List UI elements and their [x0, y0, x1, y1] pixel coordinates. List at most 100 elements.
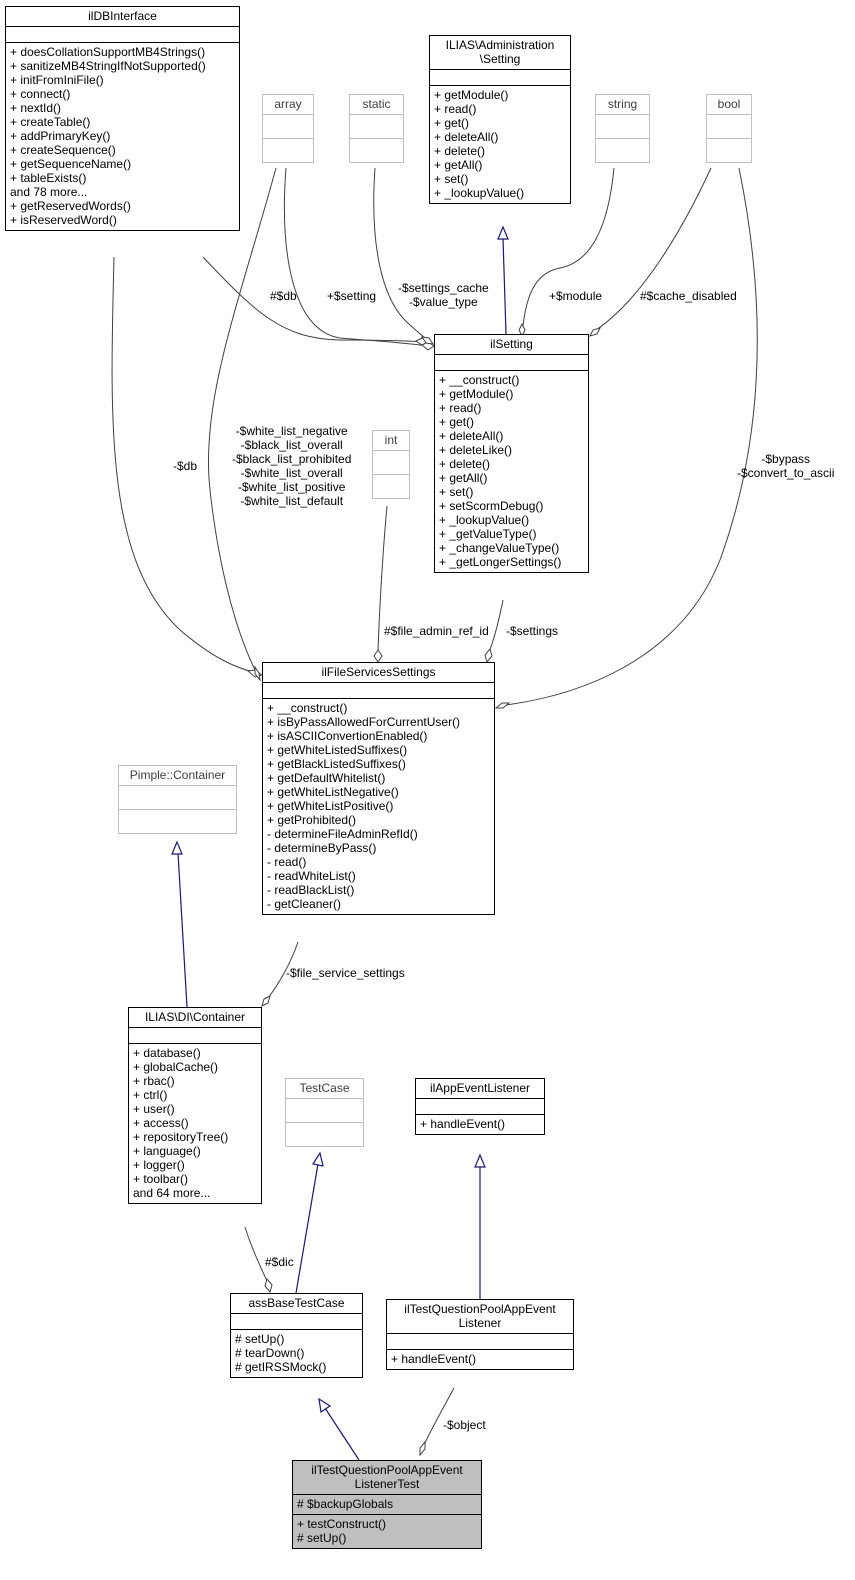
node-methods: + database()+ globalCache()+ rbac()+ ctr… — [129, 1043, 261, 1203]
edge-file-to-container — [267, 941, 299, 999]
node-ilappeventlistener[interactable]: ilAppEventListener + handleEvent() — [415, 1078, 545, 1135]
text-line: + _getValueType() — [439, 527, 537, 541]
text-line: + setScormDebug() — [439, 499, 544, 513]
text-line: + isASCIIConvertionEnabled() — [267, 729, 428, 743]
text-line: + language() — [133, 1144, 201, 1158]
node-attributes: # $backupGlobals — [293, 1494, 481, 1514]
text-line: #$db — [270, 289, 297, 303]
node-ilsetting[interactable]: ilSetting + __construct()+ getModule()+ … — [434, 334, 589, 573]
assoc-diamond-file-container — [261, 995, 271, 1007]
node-attributes — [263, 114, 313, 138]
node-attributes — [416, 1098, 544, 1114]
text-line: + getModule() — [439, 387, 514, 401]
edge-int-to-file — [377, 505, 388, 653]
edge-array-to-file — [207, 167, 277, 673]
text-line: + get() — [434, 116, 470, 130]
node-ilias-di-container[interactable]: ILIAS\DI\Container + database()+ globalC… — [128, 1007, 262, 1204]
edge-db-to-file — [111, 256, 254, 673]
text-line: + globalCache() — [133, 1060, 219, 1074]
text-line: + delete() — [434, 144, 486, 158]
text-line: + getWhiteListedSuffixes() — [267, 743, 408, 757]
text-line: #$dic — [265, 1255, 294, 1269]
node-attributes — [263, 682, 494, 698]
text-line: + doesCollationSupportMB4Strings() — [10, 45, 206, 59]
assoc-diamond-int-file — [373, 649, 383, 663]
edge-bool-to-file — [505, 167, 758, 706]
edge-container-inherits-pimple — [177, 852, 188, 1008]
text-line: -$black_list_prohibited — [232, 452, 352, 466]
text-line: -$white_list_overall — [240, 466, 343, 480]
edge-label-dic: #$dic — [265, 1255, 294, 1269]
text-line: + repositoryTree() — [133, 1130, 229, 1144]
text-line: + ctrl() — [133, 1088, 168, 1102]
node-title: int — [373, 431, 409, 450]
node-ilias-administration-setting[interactable]: ILIAS\Administration\Setting + getModule… — [429, 35, 571, 204]
node-methods: + getModule()+ read()+ get()+ deleteAll(… — [430, 85, 570, 203]
assoc-diamond-bool-ilsetting — [589, 327, 601, 337]
node-title: TestCase — [286, 1079, 363, 1098]
text-line: + read() — [439, 401, 482, 415]
text-line: TestCase — [299, 1081, 350, 1095]
assoc-diamond-array-file — [254, 665, 261, 682]
text-line: -$white_list_negative — [235, 424, 348, 438]
text-line: ilTestQuestionPoolAppEvent — [311, 1463, 463, 1477]
text-line: + testConstruct() — [297, 1517, 387, 1531]
node-string[interactable]: string — [595, 94, 650, 163]
node-title: bool — [707, 95, 751, 114]
node-methods — [596, 138, 649, 162]
assoc-diamond-settings-file — [484, 647, 493, 664]
edge-listener-to-test — [424, 1387, 455, 1444]
edge-static-to-ilsetting — [373, 167, 429, 341]
text-line: + tableExists() — [10, 171, 87, 185]
text-line: + isByPassAllowedForCurrentUser() — [267, 715, 461, 729]
text-line: + _lookupValue() — [434, 186, 525, 200]
text-line: ilSetting — [490, 337, 533, 351]
text-line: + toolbar() — [133, 1172, 189, 1186]
node-bool[interactable]: bool — [706, 94, 752, 163]
text-line: -$object — [443, 1418, 486, 1432]
text-line: + createSequence() — [10, 143, 116, 157]
text-line: ILIAS\DI\Container — [144, 1010, 246, 1024]
text-line: -$db — [173, 459, 198, 473]
text-line: and 78 more... — [10, 185, 88, 199]
text-line: -$bypass — [761, 452, 811, 466]
edge-label-bypass-file: -$bypass-$convert_to_ascii — [737, 452, 834, 480]
inherit-arrow-ilsetting — [497, 225, 509, 240]
text-line: + getModule() — [434, 88, 509, 102]
text-line: # tearDown() — [235, 1346, 305, 1360]
edge-label-file-service-settings: -$file_service_settings — [286, 966, 405, 980]
node-static[interactable]: static — [349, 94, 404, 163]
node-int[interactable]: int — [372, 430, 410, 499]
node-assbasetestcase[interactable]: assBaseTestCase # setUp()# tearDown()# g… — [230, 1293, 363, 1378]
text-line: + initFromIniFile() — [10, 73, 104, 87]
edge-bool-to-ilsetting — [595, 167, 712, 331]
text-line: + getSequenceName() — [10, 157, 132, 171]
assoc-diamond-static-ilsetting — [420, 336, 435, 345]
text-line: -$settings_cache — [398, 281, 489, 295]
text-line: # $backupGlobals — [297, 1497, 394, 1511]
node-methods: + __construct()+ isByPassAllowedForCurre… — [263, 698, 494, 914]
node-ildbinterface[interactable]: ilDBInterface + doesCollationSupportMB4S… — [5, 6, 240, 231]
text-line: - getCleaner() — [267, 897, 342, 911]
text-line: -$value_type — [409, 295, 478, 309]
text-line: Pimple::Container — [129, 768, 226, 782]
text-line: - determineByPass() — [267, 841, 377, 855]
text-line: + get() — [439, 415, 475, 429]
text-line: + set() — [434, 172, 469, 186]
edge-label-settings-file: -$settings — [506, 624, 558, 638]
text-line: + database() — [133, 1046, 201, 1060]
text-line: + sanitizeMB4StringIfNotSupported() — [10, 59, 206, 73]
text-line: - readWhiteList() — [267, 869, 356, 883]
node-testcase[interactable]: TestCase — [285, 1078, 364, 1147]
text-line: + connect() — [10, 87, 71, 101]
node-ilfileservicessettings[interactable]: ilFileServicesSettings + __construct()+ … — [262, 662, 495, 915]
node-pimple-container[interactable]: Pimple::Container — [118, 765, 237, 834]
node-array[interactable]: array — [262, 94, 314, 163]
edge-array-to-ilsetting — [284, 167, 429, 347]
node-methods — [350, 138, 403, 162]
node-methods — [373, 474, 409, 498]
